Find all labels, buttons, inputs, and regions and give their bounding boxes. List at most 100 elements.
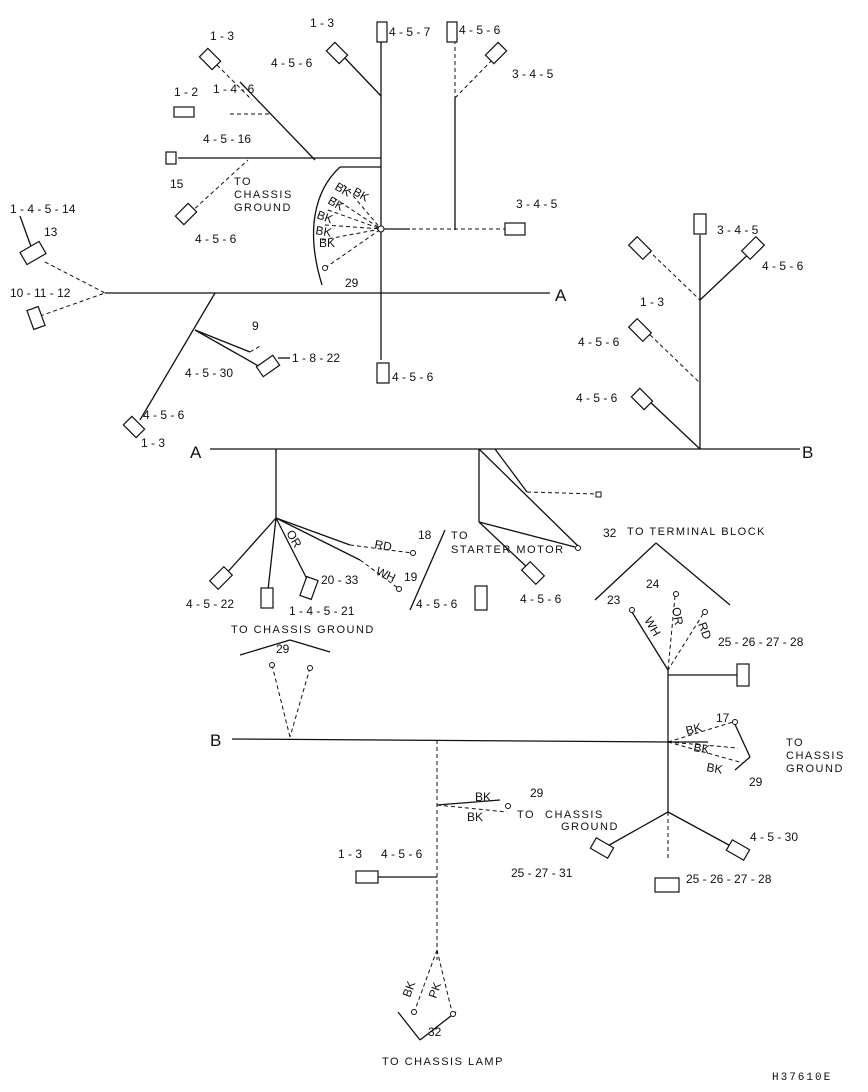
callout-1-4-6: 1 - 4 - 6	[213, 82, 255, 96]
connector-4-5-22	[208, 565, 234, 591]
caption-starter-to: TO	[451, 530, 469, 542]
caption-lower-ground-3: GROUND	[561, 821, 619, 833]
wire-wh-right: WH	[641, 615, 663, 639]
callout-4-5-30: 4 - 5 - 30	[185, 366, 233, 380]
callout-1-3-right: 1 - 3	[640, 295, 664, 309]
connector-1-4-5-21	[260, 587, 274, 609]
callout-10-11-12: 10 - 11 - 12	[10, 286, 71, 300]
caption-terminal-block: TO TERMINAL BLOCK	[627, 526, 766, 538]
callout-20-33: 20 - 33	[321, 573, 359, 587]
connector-1-3-4-5-6-bottom	[355, 870, 379, 884]
terminal-starter-motor	[575, 545, 581, 551]
lower-harness	[239, 542, 751, 1041]
callout-15: 15	[170, 177, 184, 191]
callout-29-upper: 29	[345, 276, 359, 290]
terminal-29-lower	[505, 803, 511, 809]
callout-4-5-6-left: 4 - 5 - 6	[195, 232, 237, 246]
callout-1-4-5-21: 1 - 4 - 5 - 21	[289, 604, 355, 618]
terminal-lamp-pk	[450, 1011, 456, 1017]
terminal-29-left-a	[269, 662, 275, 668]
connector-25-27-31	[589, 836, 615, 860]
wire-bk-1: BK	[351, 184, 372, 204]
callout-32-lamp: 32	[428, 1025, 442, 1039]
caption-upper-ground-1: TO	[234, 176, 252, 188]
callout-25-27-31: 25 - 27 - 31	[511, 866, 573, 880]
callout-23: 23	[607, 593, 621, 607]
callout-3-4-5-top: 3 - 4 - 5	[512, 67, 554, 81]
wire-bk-4: BK	[315, 208, 335, 227]
terminal-17	[732, 719, 738, 725]
connector-20-33	[299, 575, 319, 601]
connector-3-4-5-right	[693, 213, 707, 235]
callout-3-4-5-mid: 3 - 4 - 5	[516, 197, 558, 211]
callout-1-4-5-14: 1 - 4 - 5 - 14	[10, 202, 76, 216]
wire-bk-6: BK	[319, 236, 335, 250]
captions: TO CHASSIS GROUND TO TERMINAL BLOCK TO S…	[231, 176, 844, 1068]
caption-upper-ground-2: CHASSIS	[234, 189, 293, 201]
ring-terminals	[269, 225, 738, 1017]
connector-25-26-27-28-top	[736, 663, 750, 687]
callout-24: 24	[646, 577, 660, 591]
connector-4-5-6-right-low	[630, 387, 654, 411]
connector-4-5-7-a	[376, 21, 388, 43]
terminal-29-left-b	[307, 665, 313, 671]
connector-blank-right	[627, 235, 653, 261]
connector-25-26-27-28-bottom	[654, 877, 680, 893]
terminal-lamp-bk	[411, 1009, 417, 1015]
callout-4-5-6-upper: 4 - 5 - 6	[271, 56, 313, 70]
terminal-29-upper	[322, 265, 328, 271]
terminal-32-block	[595, 491, 602, 498]
callout-29-left: 29	[276, 642, 290, 656]
callout-4-5-6-vertical: 4 - 5 - 6	[392, 370, 434, 384]
end-label-a-left: A	[190, 443, 202, 462]
callout-4-5-6-mid: 4 - 5 - 6	[416, 597, 458, 611]
callout-17: 17	[716, 711, 730, 725]
wire-rd-right: RD	[695, 620, 714, 641]
caption-right-ground-1: TO	[786, 737, 804, 749]
terminal-18	[410, 550, 416, 556]
callout-13: 13	[44, 225, 58, 239]
terminal-19	[396, 586, 402, 592]
callout-9: 9	[252, 319, 259, 333]
callout-1-3-bottom: 1 - 3	[338, 847, 362, 861]
ground-stud-upper	[377, 225, 385, 233]
connector-1-3-left	[198, 47, 222, 71]
connector-1-8-22	[255, 354, 281, 378]
wire-bk-2: BK	[333, 179, 354, 199]
callout-1-3-top: 1 - 3	[310, 16, 334, 30]
caption-chassis-lamp: TO CHASSIS LAMP	[382, 1056, 504, 1068]
callout-1-8-22: 1 - 8 - 22	[292, 351, 340, 365]
wire-bk-lamp: BK	[400, 979, 419, 999]
drawing-number: H37610E	[772, 1072, 832, 1084]
connector-3-4-5-mid	[504, 222, 526, 236]
caption-lower-ground-1: TO	[517, 809, 535, 821]
callout-3-4-5-right: 3 - 4 - 5	[717, 223, 759, 237]
connector-1-3-right	[627, 317, 653, 343]
connector-4-5-6-lower-left	[122, 415, 146, 439]
connector-1-2	[173, 106, 195, 118]
callout-4-5-6-lower-left: 4 - 5 - 6	[143, 408, 185, 422]
callout-4-5-6-right-top: 4 - 5 - 6	[762, 259, 804, 273]
terminal-24	[673, 591, 679, 597]
callout-4-5-6-bottom: 4 - 5 - 6	[381, 847, 423, 861]
upper-right-harness	[644, 235, 756, 450]
caption-lower-ground-2: CHASSIS	[545, 809, 604, 821]
callout-1-3-lower-left: 1 - 3	[141, 436, 165, 450]
callout-4-5-30-bottom: 4 - 5 - 30	[750, 830, 798, 844]
connector-15	[165, 151, 177, 165]
main-trunk-lines	[105, 292, 800, 743]
callout-18: 18	[418, 528, 432, 542]
middle-harness	[224, 448, 598, 611]
connector-4-5-30-bottom	[725, 838, 751, 862]
connector-13	[19, 240, 47, 266]
wire-or-right: OR	[669, 606, 686, 626]
callout-1-3-left: 1 - 3	[210, 29, 234, 43]
wire-color-labels: BK BK BK BK BK BK OR RD WH WH OR RD BK B…	[283, 179, 723, 1000]
terminal-23	[629, 607, 635, 613]
connector-1-3-top	[325, 41, 349, 65]
connector-4-5-7-b	[446, 21, 458, 43]
wire-pk-lamp: PK	[426, 980, 445, 1000]
connector-10-11-12	[26, 305, 46, 331]
wire-bk-lower-2: BK	[467, 810, 483, 824]
caption-right-ground-3: GROUND	[786, 763, 844, 775]
